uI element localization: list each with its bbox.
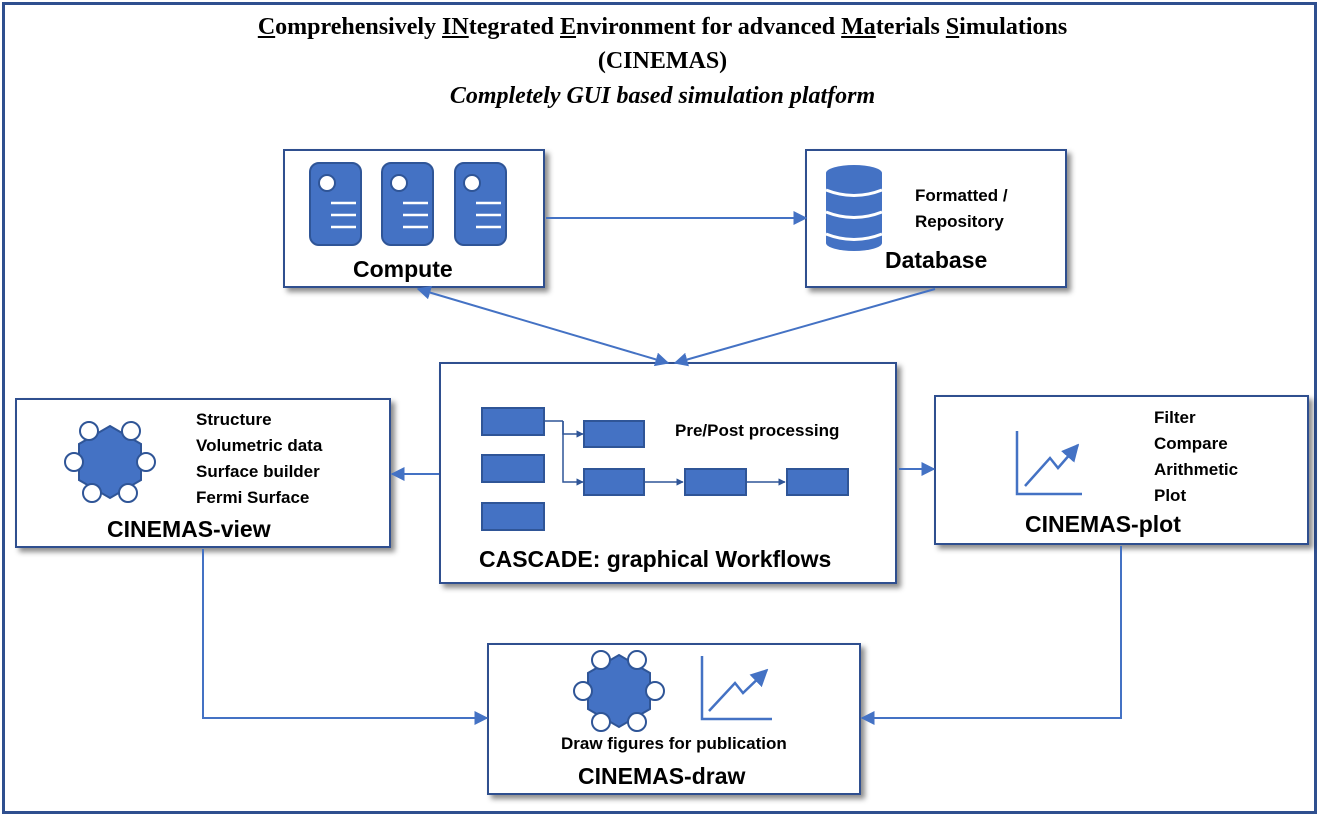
title-part: IN — [442, 14, 469, 40]
database-caption-line2: Repository — [915, 212, 1004, 231]
plot-feature-item: Filter — [1154, 408, 1196, 427]
compute-label: Compute — [353, 256, 453, 282]
cinemas-plot-features: Filter Compare Arithmetic Plot — [1154, 405, 1238, 509]
view-feature-item: Surface builder — [196, 462, 320, 481]
title-part: omprehensively — [275, 14, 443, 40]
cinemas-draw-box — [487, 643, 861, 795]
title-part: nvironment for advanced — [576, 14, 842, 40]
cinemas-plot-box — [934, 395, 1309, 545]
title-part: Ma — [841, 14, 876, 40]
arrow-plot-to-draw — [860, 546, 1122, 725]
cinemas-plot-label: CINEMAS-plot — [1025, 511, 1181, 537]
cinemas-draw-caption: Draw figures for publication — [561, 734, 787, 753]
cinemas-draw-label: CINEMAS-draw — [578, 763, 746, 789]
workflow-blocks — [481, 407, 849, 531]
arrow-database-to-cascade — [673, 288, 936, 367]
server-icon — [381, 162, 434, 246]
view-feature-item: Volumetric data — [196, 436, 323, 455]
title-part: C — [257, 14, 276, 40]
cascade-label: CASCADE: graphical Workflows — [479, 546, 832, 572]
cinemas-view-label: CINEMAS-view — [107, 516, 271, 542]
title-part: E — [560, 14, 577, 40]
server-icon — [454, 162, 507, 246]
diagram-title: Comprehensively INtegrated Environment f… — [0, 14, 1325, 41]
molecule-icon — [64, 421, 156, 503]
arrow-view-to-draw — [202, 549, 489, 725]
database-label: Database — [885, 247, 988, 273]
title-part: S — [945, 14, 960, 40]
view-feature-item: Structure — [196, 410, 272, 429]
server-icon — [309, 162, 362, 246]
database-icon — [825, 165, 883, 251]
diagram-acronym: (CINEMAS) — [597, 48, 728, 74]
chart-icon — [700, 656, 772, 721]
diagram-subtitle: Completely GUI based simulation platform — [449, 83, 876, 109]
database-caption-line1: Formatted / — [915, 186, 1008, 205]
cinemas-view-features: Structure Volumetric data Surface builde… — [196, 407, 322, 511]
cinemas-view-box — [15, 398, 391, 548]
plot-feature-item: Arithmetic — [1154, 460, 1239, 479]
title-part: terials — [875, 14, 946, 40]
chart-icon — [1015, 431, 1082, 496]
plot-feature-item: Plot — [1154, 486, 1187, 505]
view-feature-item: Fermi Surface — [196, 488, 310, 507]
molecule-icon — [573, 650, 665, 732]
title-part: tegrated — [468, 14, 561, 40]
cascade-caption: Pre/Post processing — [675, 421, 840, 440]
plot-feature-item: Compare — [1154, 434, 1228, 453]
arrow-cascade-compute — [416, 285, 670, 367]
title-part: imulations — [959, 14, 1068, 40]
